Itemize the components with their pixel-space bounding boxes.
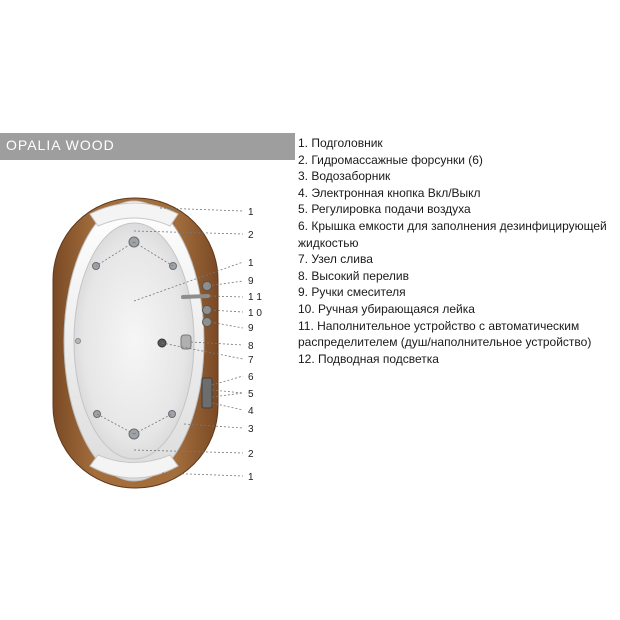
legend-item: 5. Регулировка подачи воздуха [298, 202, 471, 217]
leader-line [211, 375, 244, 386]
leader-line [161, 472, 244, 477]
legend-item: 2. Гидромассажные форсунки (6) [298, 152, 483, 167]
underwater-light [75, 338, 81, 344]
leader-line [95, 241, 135, 267]
callout-label: 4 [248, 406, 254, 417]
callout-label: 2 [248, 230, 254, 241]
legend-item: 8. Высокий перелив [298, 268, 409, 283]
mixer-handle [202, 281, 212, 291]
callout-label: 6 [248, 372, 254, 383]
jet [93, 410, 101, 418]
leader-line [209, 295, 244, 298]
callout-label: 1 [248, 258, 254, 269]
leader-line [133, 261, 244, 302]
legend-item: 7. Узел слива [298, 252, 373, 267]
leader-line [211, 389, 244, 394]
leader-line [161, 342, 244, 360]
legend-item: 11. Наполнительное устройство с автомати… [298, 318, 592, 350]
legend-item: 9. Ручки смесителя [298, 285, 406, 300]
legend-item: 1. Подголовник [298, 136, 383, 150]
filler-spout [181, 294, 210, 299]
headrest-top [89, 202, 179, 227]
callout-label: 1 1 [248, 292, 262, 303]
leader-line [211, 402, 244, 411]
leader-line [207, 280, 244, 287]
leader-line [159, 207, 244, 212]
product-title: OPALIA WOOD [6, 137, 115, 153]
leader-line [96, 413, 135, 435]
parts-legend: 1. Подголовник 2. Гидромассажные форсунк… [298, 135, 618, 367]
callout-label: 8 [248, 341, 254, 352]
jet [168, 410, 176, 418]
leader-line [183, 423, 244, 429]
callout-label: 1 [248, 207, 254, 218]
control-panel [201, 377, 213, 409]
leader-line [133, 413, 173, 435]
callout-label: 9 [248, 276, 254, 287]
callout-label: 1 [248, 472, 254, 483]
leader-line [190, 341, 244, 346]
leader-line [211, 392, 244, 398]
callout-label: 7 [248, 355, 254, 366]
legend-item: 3. Водозаборник [298, 169, 391, 184]
callout-label: 1 0 [248, 308, 262, 319]
title-bar: OPALIA WOOD [0, 133, 295, 160]
legend-item: 12. Подводная подсветка [298, 351, 439, 366]
callout-label: 5 [248, 389, 254, 400]
headrest-bottom [89, 454, 179, 479]
leader-line [209, 321, 244, 329]
legend-item: 6. Крышка емкости для заполнения дезинфи… [298, 218, 607, 250]
callout-label: 2 [248, 449, 254, 460]
legend-item: 10. Ручная убирающаяся лейка [298, 301, 475, 316]
legend-item: 4. Электронная кнопка Вкл/Выкл [298, 185, 481, 200]
callout-label: 9 [248, 323, 254, 334]
leader-line [209, 309, 244, 313]
callout-label: 3 [248, 424, 254, 435]
tub-basin [73, 222, 195, 460]
